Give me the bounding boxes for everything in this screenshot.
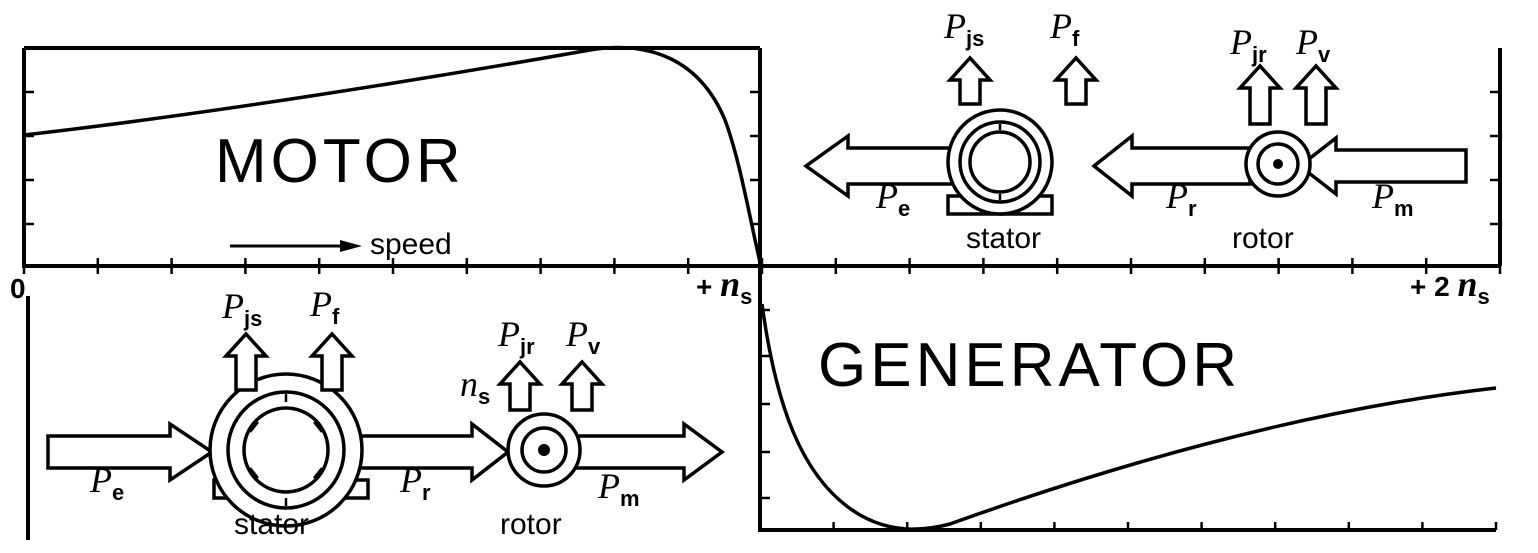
- generator-power-flow: Pjs Pf Pjr Pv Pe Pr Pm stator rotor: [802, 6, 1468, 255]
- generator-pm-label: Pm: [1371, 176, 1414, 221]
- generator-rotor: [1244, 130, 1312, 198]
- generator-pr-label: Pr: [1165, 176, 1197, 221]
- ns-label: + ns: [696, 264, 752, 309]
- motor-ns-label: ns: [460, 364, 490, 409]
- motor-power-flow: Pjs Pf Pjr Pv ns Pe Pr Pm stator rotor: [46, 284, 725, 541]
- motor-pm-label: Pm: [597, 466, 640, 511]
- motor-pe-arrow: [46, 420, 216, 484]
- generator-pjr-label: Pjr: [1229, 22, 1267, 67]
- generator-pe-arrow: [802, 132, 962, 200]
- motor-pr-arrow: [352, 420, 511, 484]
- motor-stator-label: stator: [234, 508, 309, 541]
- axes: [22, 46, 1502, 540]
- generator-pr-arrow: [1091, 132, 1252, 200]
- axis-ticks: [22, 90, 1502, 530]
- generator-pe-label: Pe: [875, 176, 910, 221]
- motor-pr-label: Pr: [399, 460, 431, 505]
- motor-pf-label: Pf: [309, 284, 340, 329]
- motor-stator: [208, 372, 370, 528]
- speed-arrow: [230, 240, 362, 252]
- two-ns-label: + 2 ns: [1410, 264, 1490, 309]
- speed-label: speed: [370, 228, 452, 261]
- generator-pv-arrow: [1292, 63, 1340, 126]
- generator-pjr-arrow: [1236, 63, 1284, 126]
- motor-title: MOTOR: [215, 127, 465, 196]
- motor-pm-arrow: [564, 420, 725, 484]
- motor-pf-arrow: [308, 331, 356, 392]
- generator-pm-arrow: [1297, 134, 1468, 198]
- motor-pjs-label: Pjs: [221, 286, 262, 331]
- motor-rotor: [506, 412, 582, 488]
- motor-pv-label: Pv: [565, 314, 601, 359]
- motor-pv-arrow: [558, 359, 606, 412]
- motor-pjr-arrow: [496, 359, 544, 412]
- generator-stator-label: stator: [966, 222, 1041, 255]
- motor-pe-label: Pe: [89, 460, 124, 505]
- generator-pjs-label: Pjs: [943, 6, 984, 51]
- generator-rotor-label: rotor: [1232, 222, 1294, 255]
- generator-torque-curve: [760, 303, 1497, 531]
- generator-pv-label: Pv: [1295, 22, 1331, 67]
- generator-pf-label: Pf: [1049, 6, 1080, 51]
- origin-label: 0: [10, 273, 26, 304]
- motor-rotor-label: rotor: [500, 508, 562, 541]
- generator-pjs-arrow: [946, 55, 994, 106]
- motor-torque-curve: [23, 45, 762, 263]
- generator-stator: [946, 108, 1054, 216]
- motor-pjs-arrow: [222, 331, 270, 392]
- generator-pf-arrow: [1052, 55, 1100, 106]
- generator-title: GENERATOR: [818, 331, 1241, 400]
- motor-pjr-label: Pjr: [497, 314, 535, 359]
